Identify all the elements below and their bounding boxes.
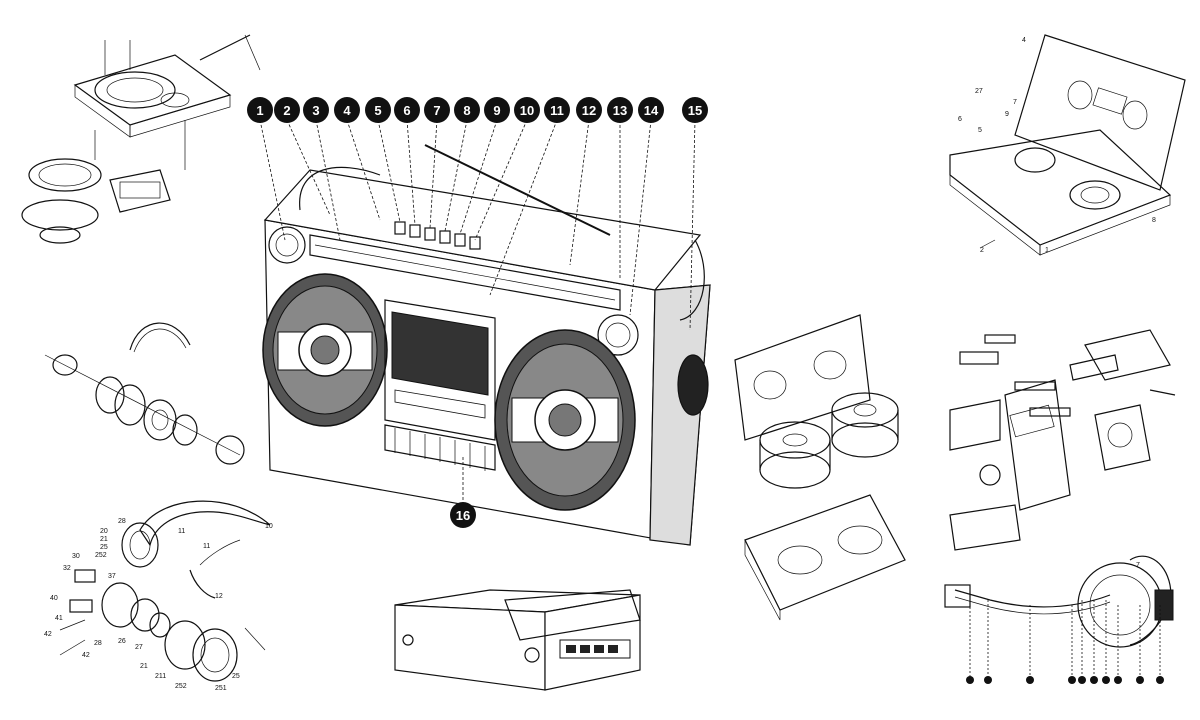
tonearm-diagram: 7 xyxy=(944,555,1174,684)
part-label: 4 xyxy=(1022,37,1026,44)
part-label: 42 xyxy=(82,652,90,659)
tonearm-markers xyxy=(966,676,1164,684)
callout-badge xyxy=(607,97,633,123)
part-label: 27 xyxy=(975,88,983,95)
marker-dot xyxy=(1102,676,1110,684)
part-label: 28 xyxy=(94,640,102,647)
part-label: 252 xyxy=(95,552,107,559)
part-label: 1 xyxy=(1045,247,1049,254)
part-label: 11 xyxy=(178,528,185,535)
part-label: 26 xyxy=(118,638,126,645)
callout-number: 7 xyxy=(433,103,440,118)
part-label: 12 xyxy=(215,593,223,600)
part-label: 7 xyxy=(1136,562,1140,569)
headphones-lower-labels: 28 20 21 25 252 37 30 32 40 41 42 42 28 … xyxy=(44,518,273,692)
marker-dot xyxy=(1090,676,1098,684)
part-label: 41 xyxy=(55,615,63,622)
part-label: 28 xyxy=(118,518,126,525)
part-label: 211 xyxy=(155,673,166,680)
callout-badge xyxy=(682,97,708,123)
part-label: 7 xyxy=(1013,99,1017,106)
part-label: 30 xyxy=(72,553,80,560)
callout-number: 10 xyxy=(520,103,534,118)
callout-number: 16 xyxy=(456,508,470,523)
callout-number: 14 xyxy=(644,103,659,118)
part-label: 2 xyxy=(980,247,984,254)
callout-badge xyxy=(365,97,391,123)
callout-number: 12 xyxy=(582,103,596,118)
marker-dot xyxy=(966,676,974,684)
boombox-illustration: 1 2 3 4 5 6 7 8 9 10 11 12 13 1 xyxy=(247,97,711,546)
callout-badge xyxy=(454,97,480,123)
marker-dot xyxy=(1136,676,1144,684)
part-label: 25 xyxy=(100,544,108,551)
marker-dot xyxy=(1078,676,1086,684)
marker-dot xyxy=(1026,676,1034,684)
callout-number: 11 xyxy=(550,103,564,118)
marker-dot xyxy=(984,676,992,684)
callout-number: 1 xyxy=(256,103,263,118)
callout-number: 3 xyxy=(312,103,319,118)
boombox-callouts: 1 2 3 4 5 6 7 8 9 10 11 12 13 1 xyxy=(247,97,708,528)
callout-badge xyxy=(303,97,329,123)
part-label: 10 xyxy=(265,523,273,530)
callout-number: 15 xyxy=(688,103,702,118)
stereo-system-exploded-view xyxy=(949,329,1176,551)
cassette-deck-illustration xyxy=(394,589,641,691)
boombox-leader-lines xyxy=(259,119,696,505)
part-label: 252 xyxy=(175,683,187,690)
tonearm-leader-lines xyxy=(969,595,1161,680)
part-label: 32 xyxy=(63,565,71,572)
callout-badge xyxy=(424,97,450,123)
callout-badge xyxy=(638,97,664,123)
part-label: 37 xyxy=(108,573,116,580)
callout-badge xyxy=(484,97,510,123)
headphones-exploded-view-upper xyxy=(44,322,245,465)
cassette-case-labels: 4 27 7 9 6 5 2 1 8 xyxy=(958,37,1156,254)
turntable-exploded-view xyxy=(21,34,261,244)
part-label: 20 xyxy=(100,528,108,535)
part-label: 42 xyxy=(44,631,52,638)
callout-badge xyxy=(274,97,300,123)
part-label: 21 xyxy=(100,536,108,543)
callout-number: 2 xyxy=(283,103,290,118)
callout-badge xyxy=(394,97,420,123)
part-label: 8 xyxy=(1152,217,1156,224)
marker-dot xyxy=(1068,676,1076,684)
callout-badge xyxy=(576,97,602,123)
part-label: 25 xyxy=(232,673,240,680)
part-label: 11 xyxy=(203,543,210,550)
callout-badge xyxy=(544,97,570,123)
callout-badge xyxy=(334,97,360,123)
cassette-mechanism-exploded-view xyxy=(734,314,906,621)
callout-badge xyxy=(247,97,273,123)
part-label: 6 xyxy=(958,116,962,123)
part-label: 27 xyxy=(135,644,143,651)
part-label: 40 xyxy=(50,595,58,602)
headphones-exploded-view-lower: 28 20 21 25 252 37 30 32 40 41 42 42 28 … xyxy=(44,500,273,692)
marker-dot xyxy=(1114,676,1122,684)
callout-badge xyxy=(450,502,476,528)
callout-badge xyxy=(514,97,540,123)
callout-number: 5 xyxy=(374,103,381,118)
part-label: 5 xyxy=(978,127,982,134)
part-label: 9 xyxy=(1005,111,1009,118)
callout-number: 9 xyxy=(493,103,500,118)
part-label: 21 xyxy=(140,663,148,670)
marker-dot xyxy=(1156,676,1164,684)
part-label: 251 xyxy=(215,685,227,692)
callout-number: 4 xyxy=(343,103,351,118)
callout-number: 13 xyxy=(613,103,627,118)
callout-number: 8 xyxy=(463,103,470,118)
callout-number: 6 xyxy=(403,103,410,118)
cassette-case-exploded-view: 4 27 7 9 6 5 2 1 8 xyxy=(949,34,1186,256)
